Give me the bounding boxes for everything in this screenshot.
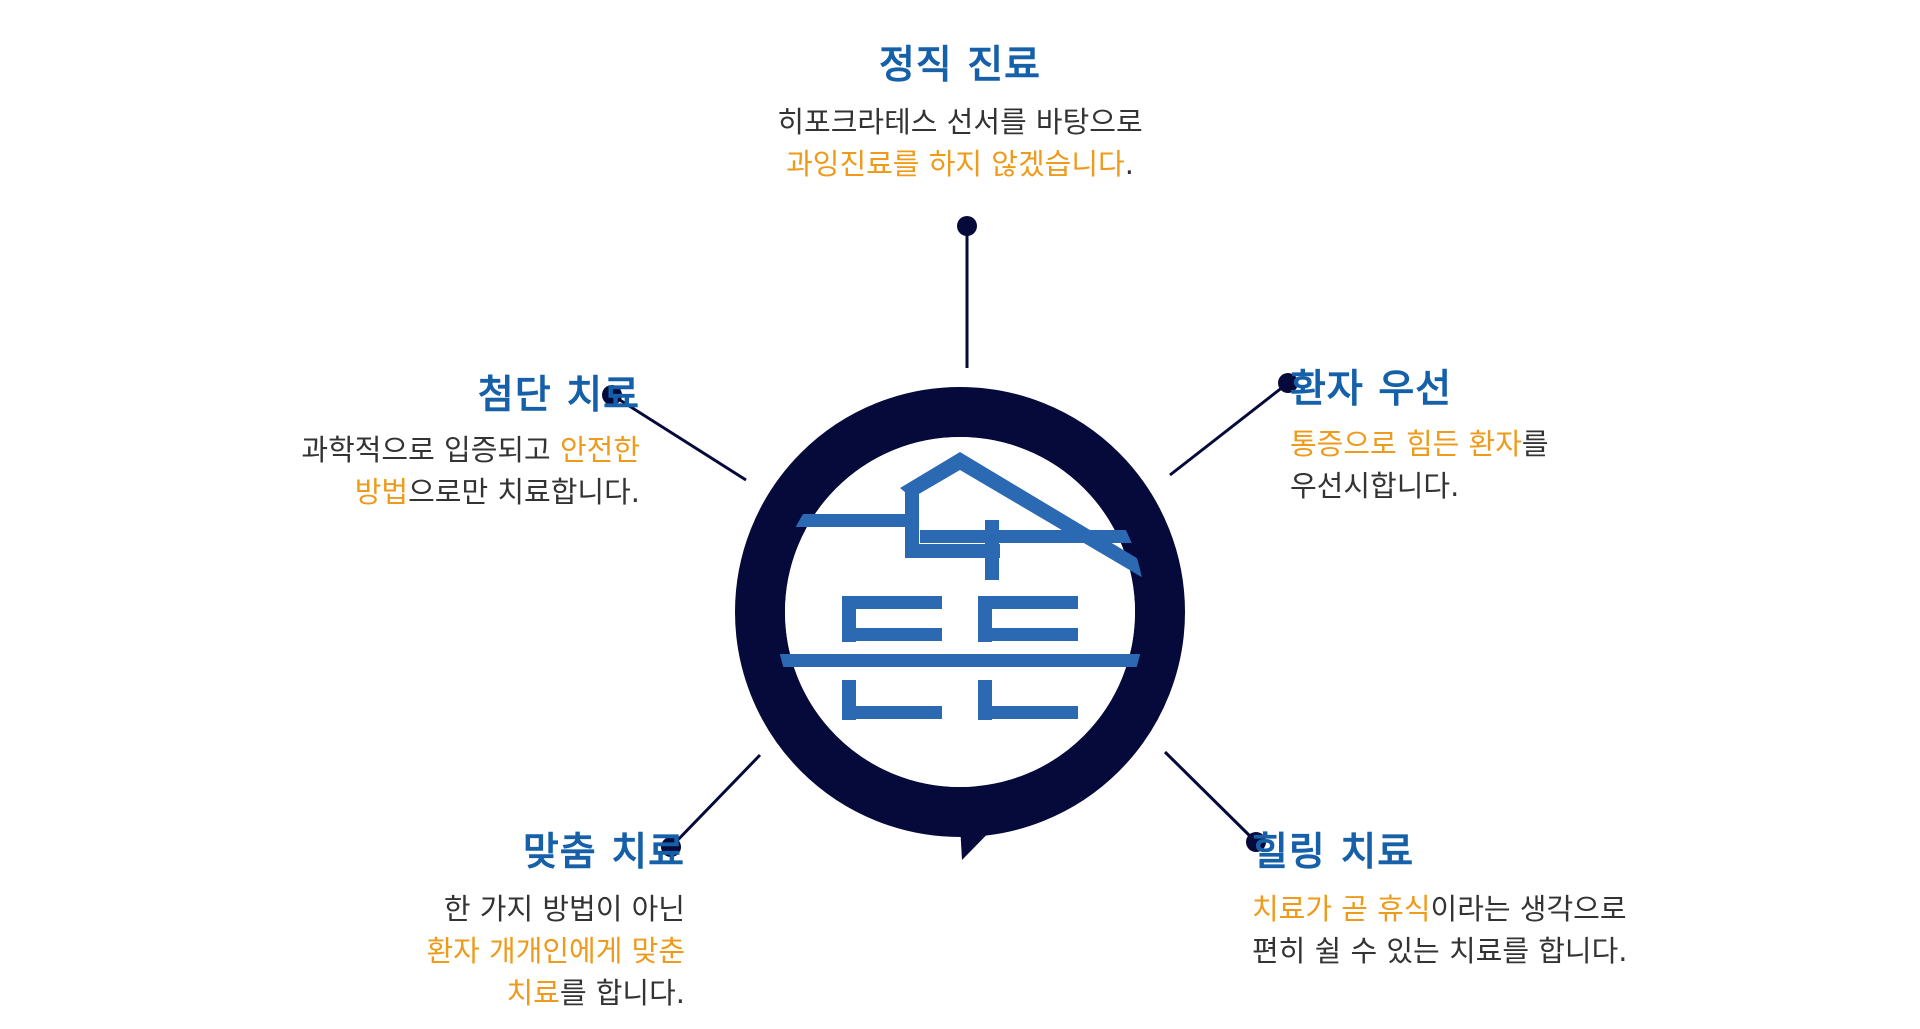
connector-line-bottom-right — [1163, 750, 1258, 844]
node-advanced-treatment: 첨단 치료 과학적으로 입증되고 안전한 방법으로만 치료합니다. — [160, 368, 640, 513]
node-text: 를 합니다. — [559, 975, 685, 1010]
node-text: 으로만 치료합니다. — [408, 474, 640, 509]
node-text: 과학적으로 입증되고 — [301, 432, 560, 467]
node-highlight-text: 통증으로 힘든 환자 — [1290, 426, 1522, 461]
node-text-line: 우선시합니다. — [1290, 465, 1790, 507]
connector-line-top-right — [1169, 381, 1289, 477]
node-text-line: 통증으로 힘든 환자를 — [1290, 423, 1790, 465]
connector-dot-top — [957, 216, 977, 236]
node-highlight-text: 환자 개개인에게 맞춘 — [426, 933, 685, 968]
node-text: 히포크라테스 선서를 바탕으로 — [777, 104, 1143, 139]
node-text: 편히 쉴 수 있는 치료를 합니다. — [1252, 933, 1628, 968]
node-text: 한 가지 방법이 아닌 — [443, 891, 685, 926]
node-text-line: 과학적으로 입증되고 안전한 — [160, 429, 640, 471]
node-text: 우선시합니다. — [1290, 468, 1460, 503]
node-text-line: 편히 쉴 수 있는 치료를 합니다. — [1252, 930, 1812, 972]
node-title: 환자 우선 — [1290, 367, 1453, 412]
node-text-line: 방법으로만 치료합니다. — [160, 471, 640, 513]
node-honest-treatment: 정직 진료 히포크라테스 선서를 바탕으로 과잉진료를 하지 않겠습니다. — [660, 38, 1260, 185]
node-text-line: 치료가 곧 휴식이라는 생각으로 — [1252, 888, 1812, 930]
house-speech-bubble-logo — [735, 387, 1185, 860]
connector-dot-top-right — [1278, 373, 1298, 393]
connector-dot-bottom-left — [661, 837, 681, 857]
node-highlight-text: 치료가 곧 휴식 — [1252, 891, 1431, 926]
node-title: 맞춤 치료 — [522, 830, 685, 875]
node-title: 정직 진료 — [878, 43, 1042, 88]
node-text: 이라는 생각으로 — [1430, 891, 1627, 926]
connector-line-top-left — [611, 393, 747, 482]
node-highlight-text: 안전한 — [559, 432, 640, 467]
connector-dot-bottom-right — [1246, 832, 1266, 852]
node-text-line: 환자 개개인에게 맞춘 — [200, 930, 685, 972]
logo-bubble-tail — [958, 770, 1050, 860]
node-text: 를 — [1521, 426, 1549, 461]
logo-inner-disc — [785, 437, 1135, 787]
logo-glyph — [775, 452, 1145, 720]
node-text-line: 히포크라테스 선서를 바탕으로 — [660, 101, 1260, 143]
node-text-line: 한 가지 방법이 아닌 — [200, 888, 685, 930]
node-text-line: 치료를 합니다. — [200, 972, 685, 1014]
node-text-line: 과잉진료를 하지 않겠습니다. — [660, 143, 1260, 185]
connector-line-bottom-left — [669, 753, 762, 849]
node-customized-treatment: 맞춤 치료 한 가지 방법이 아닌 환자 개개인에게 맞춘 치료를 합니다. — [200, 825, 685, 1014]
node-highlight-text: 방법 — [354, 474, 409, 509]
node-healing-treatment: 힐링 치료 치료가 곧 휴식이라는 생각으로 편히 쉴 수 있는 치료를 합니다… — [1252, 825, 1812, 972]
node-highlight-text: 치료 — [506, 975, 560, 1010]
node-highlight-text: 과잉진료를 하지 않겠습니다 — [786, 146, 1125, 181]
node-title: 힐링 치료 — [1252, 830, 1415, 875]
node-text: . — [1124, 146, 1134, 181]
connector-dot-top-left — [602, 385, 622, 405]
node-title: 첨단 치료 — [477, 373, 640, 418]
node-patient-first: 환자 우선 통증으로 힘든 환자를 우선시합니다. — [1290, 362, 1790, 507]
